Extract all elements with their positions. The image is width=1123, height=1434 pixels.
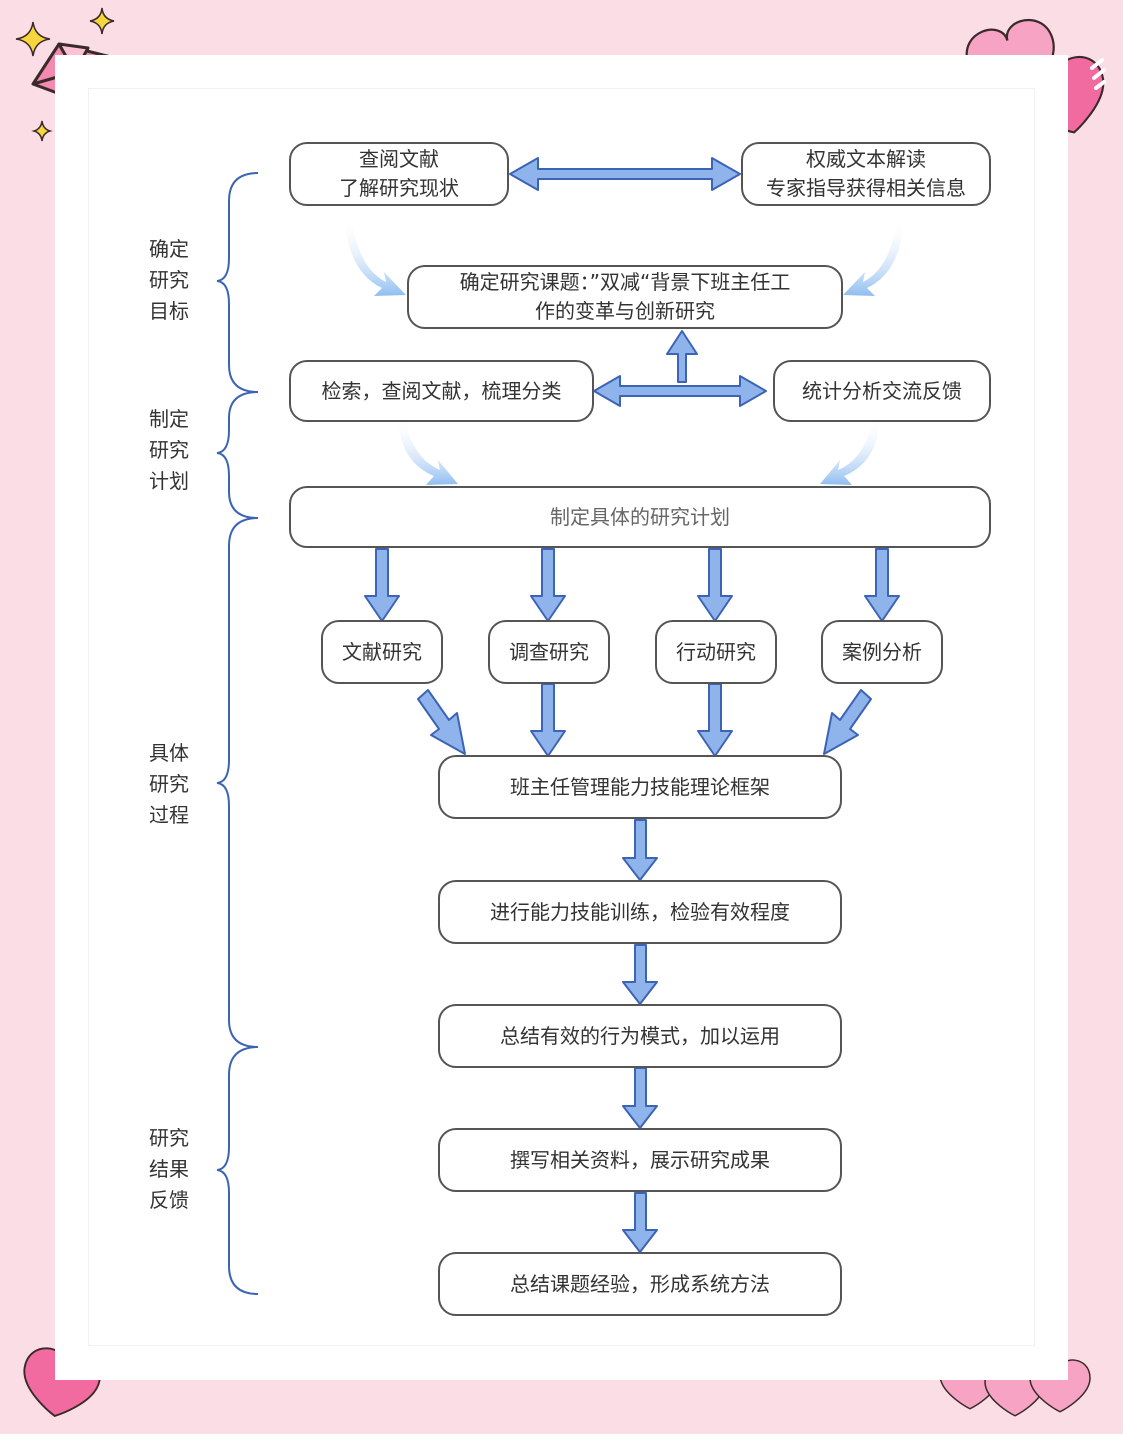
arrow-up-topic: [666, 330, 698, 383]
node-behavior-pattern: 总结有效的行为模式，加以运用: [438, 1004, 842, 1068]
node-method-action: 行动研究: [655, 620, 777, 684]
node-text-line: 了解研究现状: [339, 176, 459, 200]
brace-stage-2: [216, 391, 259, 519]
stage-label-line: 结果: [149, 1157, 189, 1181]
brace-stage-1: [216, 172, 259, 393]
node-text-line: 检索，查阅文献，梳理分类: [321, 378, 562, 403]
stage-label-make-plan: 制定 研究 计划: [139, 404, 199, 497]
stage-label-line: 计划: [149, 469, 189, 493]
node-method-case: 案例分析: [821, 620, 943, 684]
stage-label-line: 具体: [149, 741, 189, 765]
node-text-line: 制定具体的研究计划: [550, 504, 730, 529]
stage-label-line: 研究: [149, 268, 189, 292]
stage-label-line: 确定: [149, 237, 189, 261]
curved-arrows: [345, 218, 904, 485]
node-text-line: 查阅文献: [359, 147, 439, 171]
node-summarize-method: 总结课题经验，形成系统方法: [438, 1252, 842, 1316]
node-text-line: 行动研究: [676, 639, 756, 664]
brace-stage-3: [216, 517, 259, 1048]
stage-label-line: 制定: [149, 407, 189, 431]
node-authority-text: 权威文本解读 专家指导获得相关信息: [741, 142, 991, 206]
double-arrow-top: [509, 157, 741, 191]
stage-label-line: 反馈: [149, 1188, 189, 1212]
node-theory-framework: 班主任管理能力技能理论框架: [438, 755, 842, 819]
node-text-line: 文献研究: [342, 639, 422, 664]
node-method-survey: 调查研究: [488, 620, 610, 684]
node-literature-review: 查阅文献 了解研究现状: [289, 142, 509, 206]
node-text-line: 统计分析交流反馈: [802, 378, 962, 403]
node-text-line: 案例分析: [842, 639, 922, 664]
stage-label-line: 过程: [149, 803, 189, 827]
double-arrow-middle: [593, 375, 767, 407]
chain-arrows: [622, 819, 658, 1253]
curve-arrow-1: [345, 218, 406, 296]
curve-arrow-3: [398, 418, 458, 485]
brace-stage-4: [216, 1046, 259, 1295]
node-write-results: 撰写相关资料，展示研究成果: [438, 1128, 842, 1192]
stage-label-line: 研究: [149, 438, 189, 462]
node-text-line: 进行能力技能训练，检验有效程度: [490, 899, 790, 924]
node-text-line: 撰写相关资料，展示研究成果: [510, 1147, 770, 1172]
node-stats-feedback: 统计分析交流反馈: [773, 360, 991, 422]
diagram-frame: [88, 88, 1035, 1346]
node-skill-training: 进行能力技能训练，检验有效程度: [438, 880, 842, 944]
node-research-plan: 制定具体的研究计划: [289, 486, 991, 548]
arrows-methods-to-framework: [417, 683, 872, 757]
down-arrows-methods: [364, 548, 900, 622]
stage-label-feedback: 研究 结果 反馈: [139, 1123, 199, 1216]
stage-braces: [216, 172, 259, 1295]
stage-label-line: 研究: [149, 772, 189, 796]
stage-label-line: 目标: [149, 299, 189, 323]
node-text-line: 权威文本解读: [806, 147, 926, 171]
curve-arrow-4: [820, 418, 880, 485]
stage-label-line: 研究: [149, 1126, 189, 1150]
node-method-literature: 文献研究: [321, 620, 443, 684]
node-text-line: 调查研究: [509, 639, 589, 664]
curve-arrow-2: [843, 218, 904, 296]
node-text-line: 总结课题经验，形成系统方法: [510, 1271, 770, 1296]
node-text-line: 专家指导获得相关信息: [766, 176, 966, 200]
node-text-line: 班主任管理能力技能理论框架: [510, 774, 770, 799]
node-search-classify: 检索，查阅文献，梳理分类: [289, 360, 594, 422]
node-text-line: 作的变革与创新研究: [535, 299, 715, 323]
node-text-line: 总结有效的行为模式，加以运用: [500, 1023, 780, 1048]
stage-label-define-goal: 确定 研究 目标: [139, 234, 199, 327]
node-text-line: 确定研究课题：”双减“背景下班主任工: [459, 270, 791, 294]
stage-label-process: 具体 研究 过程: [139, 738, 199, 831]
node-research-topic: 确定研究课题：”双减“背景下班主任工 作的变革与创新研究: [407, 265, 843, 329]
